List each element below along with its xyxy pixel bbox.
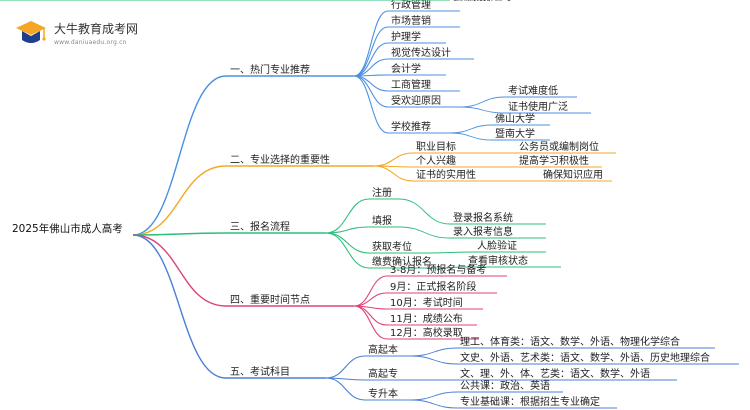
connector-line: [373, 152, 414, 167]
subtopic: 3-8月：预报名与备考: [390, 263, 486, 276]
subtopic: 证书的实用性: [416, 168, 476, 181]
branch-topic: 二、专业选择的重要性: [230, 153, 330, 166]
connector-line: [132, 75, 227, 236]
subtopic: 12月：高校录取: [390, 326, 463, 339]
subtopic: 专升本: [368, 387, 398, 400]
branch-topic: 五、考试科目: [230, 365, 290, 378]
connector-line: [440, 266, 466, 269]
connector-line: [410, 399, 458, 409]
subtopic: 市场营销: [391, 14, 431, 27]
leaf-topic: 获取预报名号: [453, 0, 513, 3]
connector-line: [353, 292, 388, 307]
connector-line: [410, 355, 458, 365]
connector-line: [353, 75, 389, 134]
leaf-topic: 确保知识应用: [543, 168, 603, 181]
site-logo[interactable]: 大牛教育成考网 www.daniuaedu.org.cn: [12, 14, 162, 54]
connector-line: [132, 234, 227, 379]
connector-line: [325, 377, 366, 401]
subtopic: 职业目标: [416, 141, 456, 153]
connector-line: [426, 251, 475, 254]
leaf-topic: 佛山大学: [495, 112, 535, 125]
connector-line: [398, 226, 451, 239]
connector-line: [410, 391, 458, 401]
leaf-topic: 暨南大学: [495, 127, 535, 140]
connector-line: [410, 347, 458, 357]
subtopic: 工商管理: [391, 78, 431, 91]
subtopic: 获取考位: [372, 240, 412, 253]
leaf-topic: 公共课：政治、英语: [460, 379, 550, 392]
subtopic: 缴费确认报名: [372, 255, 432, 268]
subtopic: 高起专: [368, 367, 398, 380]
connector-line: [325, 198, 370, 234]
subtopic: 10月：考试时间: [390, 296, 463, 309]
connector-line: [132, 165, 227, 236]
subtopic: 9月：正式报名阶段: [390, 280, 476, 293]
connector-line: [398, 198, 451, 225]
subtopic: 行政管理: [391, 0, 431, 11]
connector-line: [325, 355, 366, 379]
connector-line: [132, 234, 227, 307]
leaf-topic: 录入报考信息: [453, 225, 513, 238]
connector-line: [373, 165, 414, 182]
connector-line: [353, 26, 389, 77]
leaf-topic: 查看审核状态: [468, 254, 528, 267]
connector-line: [132, 232, 227, 236]
connector-line: [449, 132, 493, 141]
leaf-topic: 人脸验证: [477, 239, 517, 252]
leaf-topic: 考试难度低: [508, 84, 558, 97]
logo-url: www.daniuaedu.org.cn: [54, 39, 127, 46]
leaf-topic: 文、理、外、体、艺类：语文、数学、外语: [460, 367, 650, 380]
root-topic: 2025年佛山市成人高考: [12, 222, 123, 235]
leaf-topic: 上传附件: [453, 0, 493, 3]
branch-topic: 三、报名流程: [230, 220, 290, 233]
connector-line: [459, 106, 506, 114]
subtopic: 会计学: [391, 62, 421, 75]
connector-line: [353, 10, 389, 77]
subtopic: 护理学: [391, 30, 421, 43]
connector-line: [353, 305, 388, 340]
connector-line: [353, 75, 389, 108]
subtopic: 受欢迎原因: [391, 94, 441, 107]
leaf-topic: 理工、体育类：语文、数学、外语、物理化学综合: [460, 335, 680, 348]
connector-line: [353, 275, 388, 307]
subtopic: 填报: [372, 214, 392, 227]
leaf-topic: 公务员或编制岗位: [519, 140, 599, 153]
leaf-topic: 提高学习积极性: [519, 154, 589, 167]
leaf-topic: 专业基础课：根据招生专业确定: [460, 395, 600, 408]
leaf-topic: 证书使用广泛: [508, 100, 568, 113]
connector-line: [325, 232, 370, 269]
subtopic: 高起本: [368, 343, 398, 356]
subtopic: 学校推荐: [391, 120, 431, 133]
connector-line: [449, 124, 493, 134]
logo-title: 大牛教育成考网: [54, 22, 139, 36]
graduation-cap-icon: [16, 21, 46, 43]
subtopic: 视觉传达设计: [391, 46, 451, 59]
subtopic: 注册: [372, 186, 392, 199]
subtopic: 11月：成绩公布: [390, 312, 463, 325]
subtopic: 个人兴趣: [416, 154, 456, 167]
leaf-topic: 登录报名系统: [453, 211, 513, 224]
connector-line: [459, 96, 506, 108]
branch-topic: 一、热门专业推荐: [230, 63, 310, 76]
branch-topic: 四、重要时间节点: [230, 293, 310, 306]
leaf-topic: 文史、外语、艺术类：语文、数学、外语、历史地理综合: [460, 351, 710, 364]
